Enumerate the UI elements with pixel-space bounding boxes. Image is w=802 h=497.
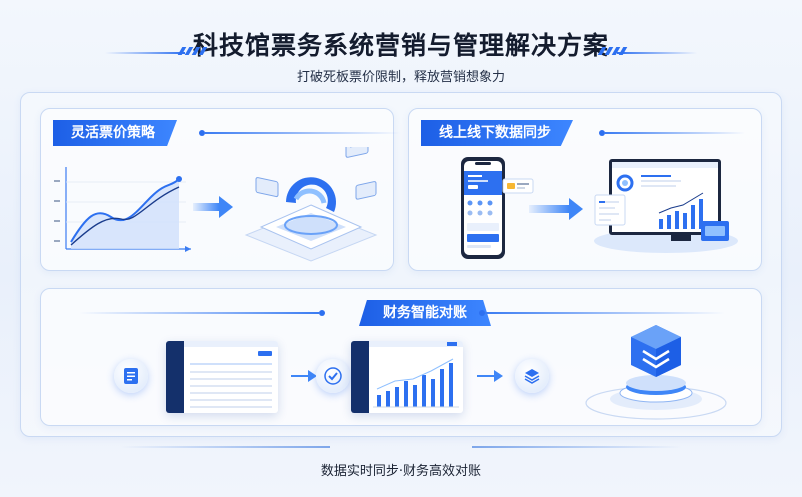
finance-chart-dashboard	[351, 341, 463, 413]
page-subtitle: 打破死板票价限制，释放营销想象力	[296, 70, 505, 85]
finance-label-line-right	[485, 312, 725, 314]
dashboard-action-button	[258, 351, 272, 356]
finance-label-dot-right	[479, 310, 485, 316]
monitor-icon	[594, 159, 738, 253]
pricing-label-line	[205, 132, 401, 134]
header-deco-line-left	[105, 52, 185, 54]
finance-table-dashboard	[166, 341, 278, 413]
pricing-arrow-shaft	[193, 203, 219, 211]
bar-chart-graphic	[373, 358, 459, 408]
dashboard-sidebar	[351, 341, 369, 413]
pricing-panel: 灵活票价策略	[40, 108, 401, 271]
sync-label-dot	[599, 130, 605, 136]
sync-section-label: 线上线下数据同步	[421, 120, 573, 146]
header-deco-stripes-right	[597, 47, 628, 55]
finance-label-dot-left	[319, 310, 325, 316]
document-icon	[124, 368, 138, 384]
sync-arrow-icon	[569, 198, 583, 220]
finance-panel: 财务智能对账	[40, 288, 762, 426]
header-deco-line-right	[617, 52, 697, 54]
sync-label-line	[605, 132, 745, 134]
cloud-sync-icon	[244, 147, 378, 262]
shield-check-icon-badge	[316, 359, 350, 393]
layers-icon	[524, 369, 540, 384]
sync-panel: 线上线下数据同步	[408, 108, 762, 271]
header-deco-stripes-left	[177, 47, 208, 55]
cube-icon	[585, 325, 727, 420]
smartphone-icon	[461, 157, 534, 259]
footer-deco-line-right	[472, 446, 682, 448]
sync-arrow-shaft	[529, 205, 569, 213]
finance-label-line-left	[79, 312, 319, 314]
pricing-section-label: 灵活票价策略	[53, 120, 177, 146]
footer-deco-line-left	[120, 446, 330, 448]
pricing-arrow-icon	[219, 196, 233, 218]
page-title: 科技馆票务系统营销与管理解决方案	[192, 31, 609, 60]
dashboard-action-button	[447, 342, 457, 346]
document-icon-badge	[114, 359, 148, 393]
finance-arrow-2-icon	[477, 370, 503, 382]
pricing-label-dot	[199, 130, 205, 136]
finance-arrow-1-icon	[291, 370, 317, 382]
dashboard-header-bar	[184, 341, 278, 347]
finance-section-label: 财务智能对账	[359, 300, 491, 326]
footer-text: 数据实时同步·财务高效对账	[320, 464, 482, 479]
line-chart-icon	[54, 167, 191, 252]
layers-icon-badge	[515, 359, 549, 393]
dashboard-sidebar	[166, 341, 184, 413]
shield-check-icon	[324, 367, 342, 385]
dashboard-header-bar	[369, 341, 463, 347]
